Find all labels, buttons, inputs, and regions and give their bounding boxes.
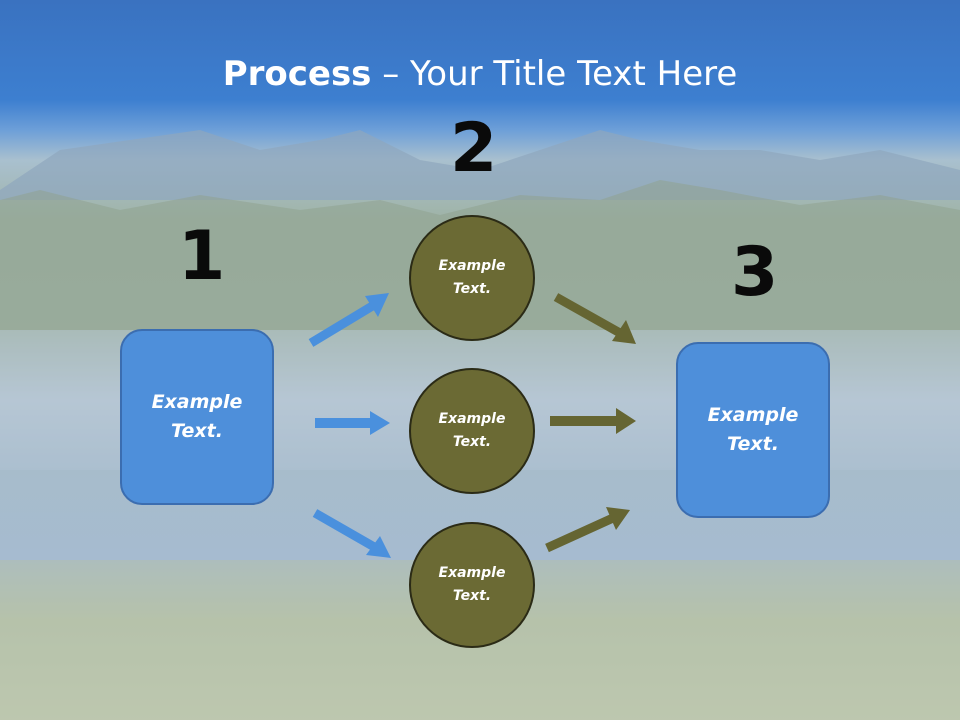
circle-top-line2: Text. [452,281,492,297]
right-box-line2: Text. [727,433,779,455]
slide-title: Process – Your Title Text Here [0,52,960,96]
right-box-line1: Example [707,404,799,426]
arrow-middle-to-right [550,408,636,434]
arrow-top-to-right [553,293,636,344]
arrow-left-to-middle [315,411,390,435]
circle-middle-line1: Example [438,411,506,427]
title-rest: – Your Title Text Here [371,54,738,94]
left-box-line1: Example [151,391,243,413]
step-number-3: 3 [731,233,779,312]
step-number-1: 1 [178,217,226,296]
left-box-line2: Text. [171,420,223,442]
circle-middle-line2: Text. [452,434,492,450]
circle-bottom-line1: Example [438,565,506,581]
circle-middle: Example Text. [409,368,535,494]
arrow-bottom-to-right [545,507,630,553]
circle-top: Example Text. [409,215,535,341]
step-number-2: 2 [450,109,498,188]
circle-bottom-line2: Text. [452,588,492,604]
circle-bottom: Example Text. [409,522,535,648]
arrow-left-to-top [308,293,389,347]
right-process-box: Example Text. [676,342,830,518]
left-process-box: Example Text. [120,329,274,505]
circle-top-line1: Example [438,258,506,274]
arrow-left-to-bottom [312,509,391,558]
title-bold: Process [222,54,372,94]
